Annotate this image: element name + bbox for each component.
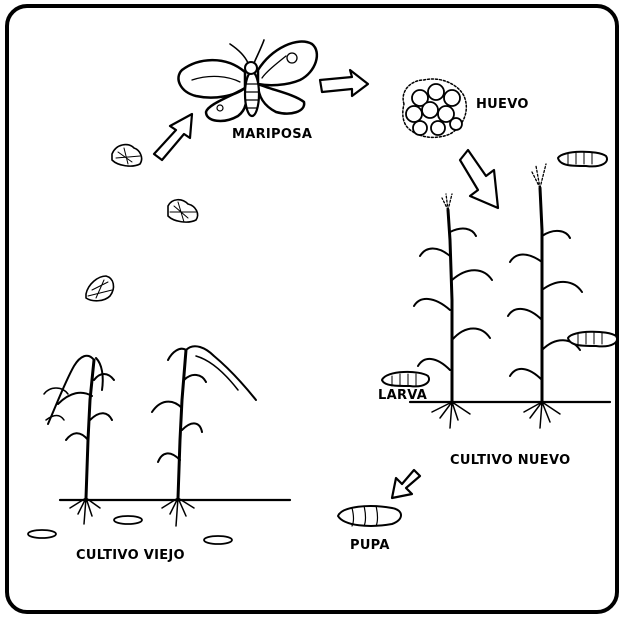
pupa-icon [338, 506, 401, 526]
egg-cluster-icon [403, 79, 467, 137]
larva-icon [558, 152, 607, 167]
larva-icon [568, 332, 617, 347]
arrow-icon [320, 70, 368, 96]
larva-icon [382, 372, 429, 386]
label-cultivo-nuevo: CULTIVO NUEVO [450, 453, 570, 468]
label-mariposa: MARIPOSA [232, 127, 312, 142]
label-larva: LARVA [378, 388, 427, 403]
arrow-icon [392, 470, 420, 498]
label-cultivo-viejo: CULTIVO VIEJO [76, 548, 185, 563]
moth-icon [168, 200, 198, 222]
corn-plant-icon [410, 164, 610, 428]
moth-icon [86, 276, 113, 301]
label-huevo: HUEVO [476, 97, 529, 112]
arrow-icon [460, 150, 498, 208]
arrow-icon [154, 114, 192, 160]
label-pupa: PUPA [350, 538, 390, 553]
butterfly-icon [178, 40, 316, 121]
moth-icon [112, 145, 142, 166]
dead-corn-plant-icon [28, 346, 290, 544]
